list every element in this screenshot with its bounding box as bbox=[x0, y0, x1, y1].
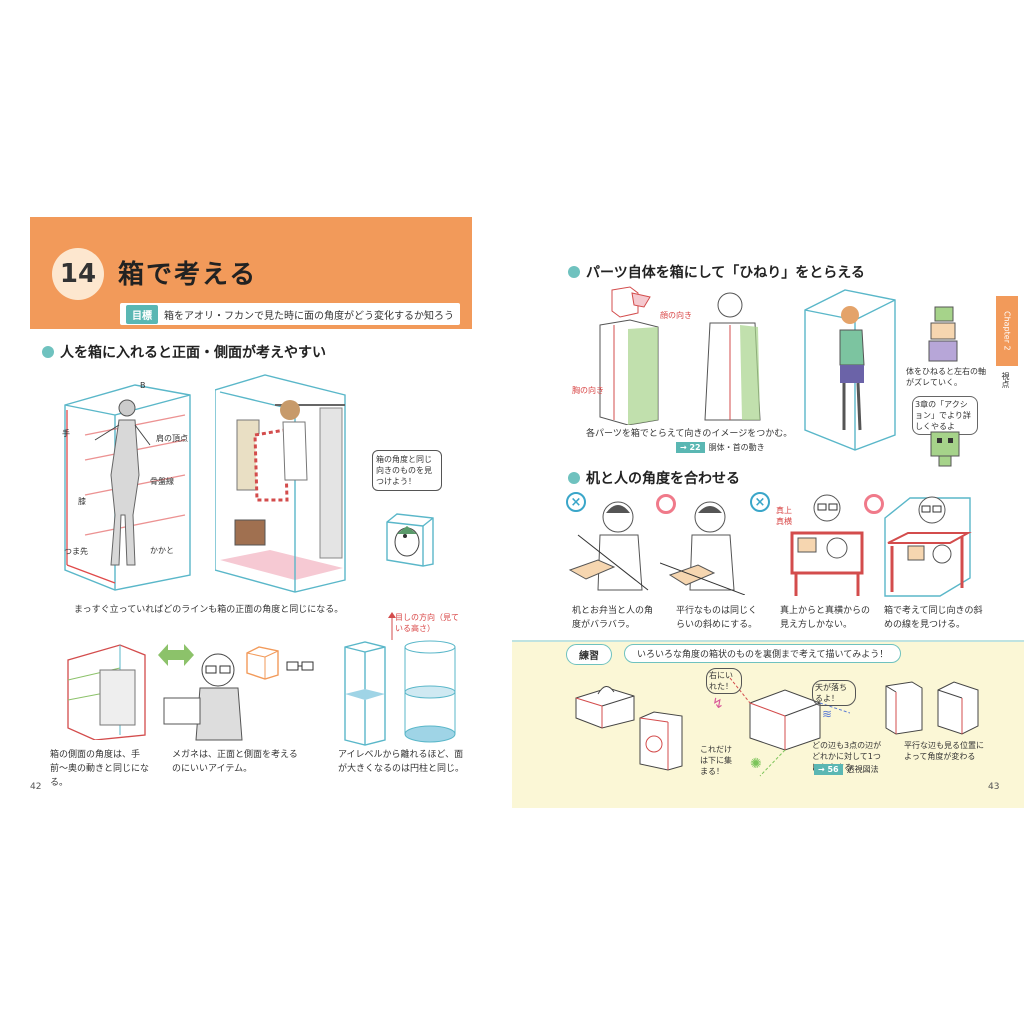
section-heading-3-text: 机と人の角度を合わせる bbox=[586, 471, 740, 487]
svg-text:✺: ✺ bbox=[750, 756, 762, 772]
figure-fitting-room bbox=[215, 374, 346, 593]
label-hand: 手 bbox=[62, 429, 70, 438]
circle-mark-icon bbox=[864, 494, 884, 514]
figure-desk-3 bbox=[790, 494, 864, 596]
label-heel: かかと bbox=[150, 546, 174, 555]
speech-bubble: 箱の角度と同じ向きのものを見つけよう！ bbox=[372, 450, 442, 491]
bullet-dot-icon bbox=[568, 266, 580, 278]
label-knee: 膝 bbox=[78, 497, 86, 506]
caption-box-side: 箱の側面の角度は、手前〜奥の動きと同じになる。 bbox=[50, 750, 150, 788]
figure-desk-1 bbox=[568, 501, 649, 591]
caption-cylinder: アイレベルから離れるほど、面が大きくなるのは円柱と同じ。 bbox=[338, 750, 465, 774]
cube-icon bbox=[246, 646, 279, 680]
section-heading-1: 人を箱に入れると正面・側面が考えやすい bbox=[42, 342, 326, 362]
link-text: 胴体・首の動き bbox=[708, 443, 765, 452]
caption-glasses: メガネは、正面と側面を考えるのにいいアイテム。 bbox=[172, 750, 298, 774]
practice-note-2: 天が落ちるよ！ bbox=[812, 680, 856, 706]
figure-desk-2 bbox=[660, 501, 745, 595]
robot-icon bbox=[930, 431, 960, 467]
section-heading-1-text: 人を箱に入れると正面・側面が考えやすい bbox=[60, 345, 326, 361]
figure-body-parts-boxes bbox=[599, 286, 761, 425]
double-arrow-icon bbox=[158, 644, 194, 666]
bullet-dot-icon bbox=[568, 472, 580, 484]
svg-text:≋: ≋ bbox=[822, 707, 832, 721]
figure-glasses-person bbox=[163, 653, 243, 741]
note-twist: 体をひねると左右の軸がズレていく。 bbox=[906, 367, 986, 387]
label-chest: B bbox=[140, 381, 146, 390]
section-heading-2-text: パーツ自体を箱にして「ひねり」をとらえる bbox=[586, 265, 865, 281]
page-title: 箱で考える bbox=[118, 260, 258, 290]
cross-mark-icon: × bbox=[750, 492, 770, 512]
label-chest-direction: 胸の向き bbox=[572, 386, 604, 395]
link-arrow: → 56 bbox=[814, 764, 843, 775]
label-shoulder: 肩の頂点 bbox=[156, 434, 188, 443]
link-arrow: → 22 bbox=[676, 442, 705, 453]
label-toe: つま先 bbox=[64, 547, 88, 556]
practice-text: いろいろな角度の箱状のものを裏側まで考えて描いてみよう！ bbox=[624, 644, 902, 663]
glasses-icon bbox=[286, 661, 314, 671]
chapter-subtitle: 視点 bbox=[1001, 372, 1010, 388]
goal-text: 箱をアオリ・フカンで見た時に面の角度がどう変化するか知ろう bbox=[164, 310, 454, 322]
page-number-left: 42 bbox=[30, 782, 42, 792]
practice-note-5: 平行な辺も見る位置によって角度が変わる bbox=[904, 741, 984, 761]
svg-text:↯: ↯ bbox=[712, 696, 724, 712]
stacked-boxes-icon bbox=[928, 306, 958, 362]
cross-ref-link-22[interactable]: → 22 胴体・首の動き bbox=[676, 442, 765, 453]
tissue-box-icon bbox=[575, 686, 635, 729]
caption-main: まっすぐ立っていればどのラインも箱の正面の角度と同じになる。 bbox=[74, 605, 344, 615]
page-number-right: 43 bbox=[988, 782, 1000, 792]
figure-shelf-box bbox=[67, 644, 146, 740]
caption-parts: 各パーツを箱でとらえて向きのイメージをつかむ。 bbox=[586, 429, 793, 439]
figure-twist-box bbox=[804, 289, 896, 451]
cross-ref-link-56[interactable]: → 56 透視図法 bbox=[814, 764, 879, 775]
link-text: 透視図法 bbox=[846, 765, 879, 774]
caption-desk-4: 箱で考えて同じ向きの斜めの線を見つける。 bbox=[884, 606, 983, 630]
bullet-dot-icon bbox=[42, 346, 54, 358]
chapter-number-badge: 14 bbox=[52, 248, 104, 300]
figure-person-box bbox=[64, 384, 191, 591]
cross-mark-icon: × bbox=[566, 492, 586, 512]
note-eye-level: 目しの方向（見ている高さ） bbox=[395, 613, 459, 633]
cereal-box-icon bbox=[639, 711, 683, 771]
caption-desk-1: 机とお弁当と人の角度がバラバラ。 bbox=[572, 606, 654, 630]
section-heading-2: パーツ自体を箱にして「ひねり」をとらえる bbox=[568, 262, 865, 282]
bird-in-box-icon bbox=[386, 513, 434, 567]
practice-note-1: 右にいれた！ bbox=[706, 668, 742, 694]
perspective-box-diagram: ↯ ≋ ✺ bbox=[712, 677, 850, 777]
caption-desk-2: 平行なものは同じくらいの斜めにする。 bbox=[676, 606, 758, 630]
practice-note-4: これだけは下に集まる！ bbox=[700, 745, 732, 776]
practice-tag: 練習 bbox=[566, 644, 612, 665]
goal-tag: 目標 bbox=[126, 304, 158, 324]
note-topside: 真上真横 bbox=[776, 506, 792, 526]
figure-prism-cylinder bbox=[344, 612, 456, 746]
two-boxes-icon bbox=[885, 681, 979, 735]
figure-desk-4 bbox=[884, 496, 972, 597]
goal-box: 目標 箱をアオリ・フカンで見た時に面の角度がどう変化するか知ろう bbox=[120, 303, 460, 325]
label-pelvis: 骨盤線 bbox=[150, 477, 174, 486]
circle-mark-icon bbox=[656, 494, 676, 514]
label-face-direction: 顔の向き bbox=[660, 311, 692, 320]
chapter-tab: Chapter 2 bbox=[996, 296, 1018, 366]
section-heading-3: 机と人の角度を合わせる bbox=[568, 468, 740, 488]
caption-desk-3: 真上からと真横からの見え方しかない。 bbox=[780, 606, 871, 630]
